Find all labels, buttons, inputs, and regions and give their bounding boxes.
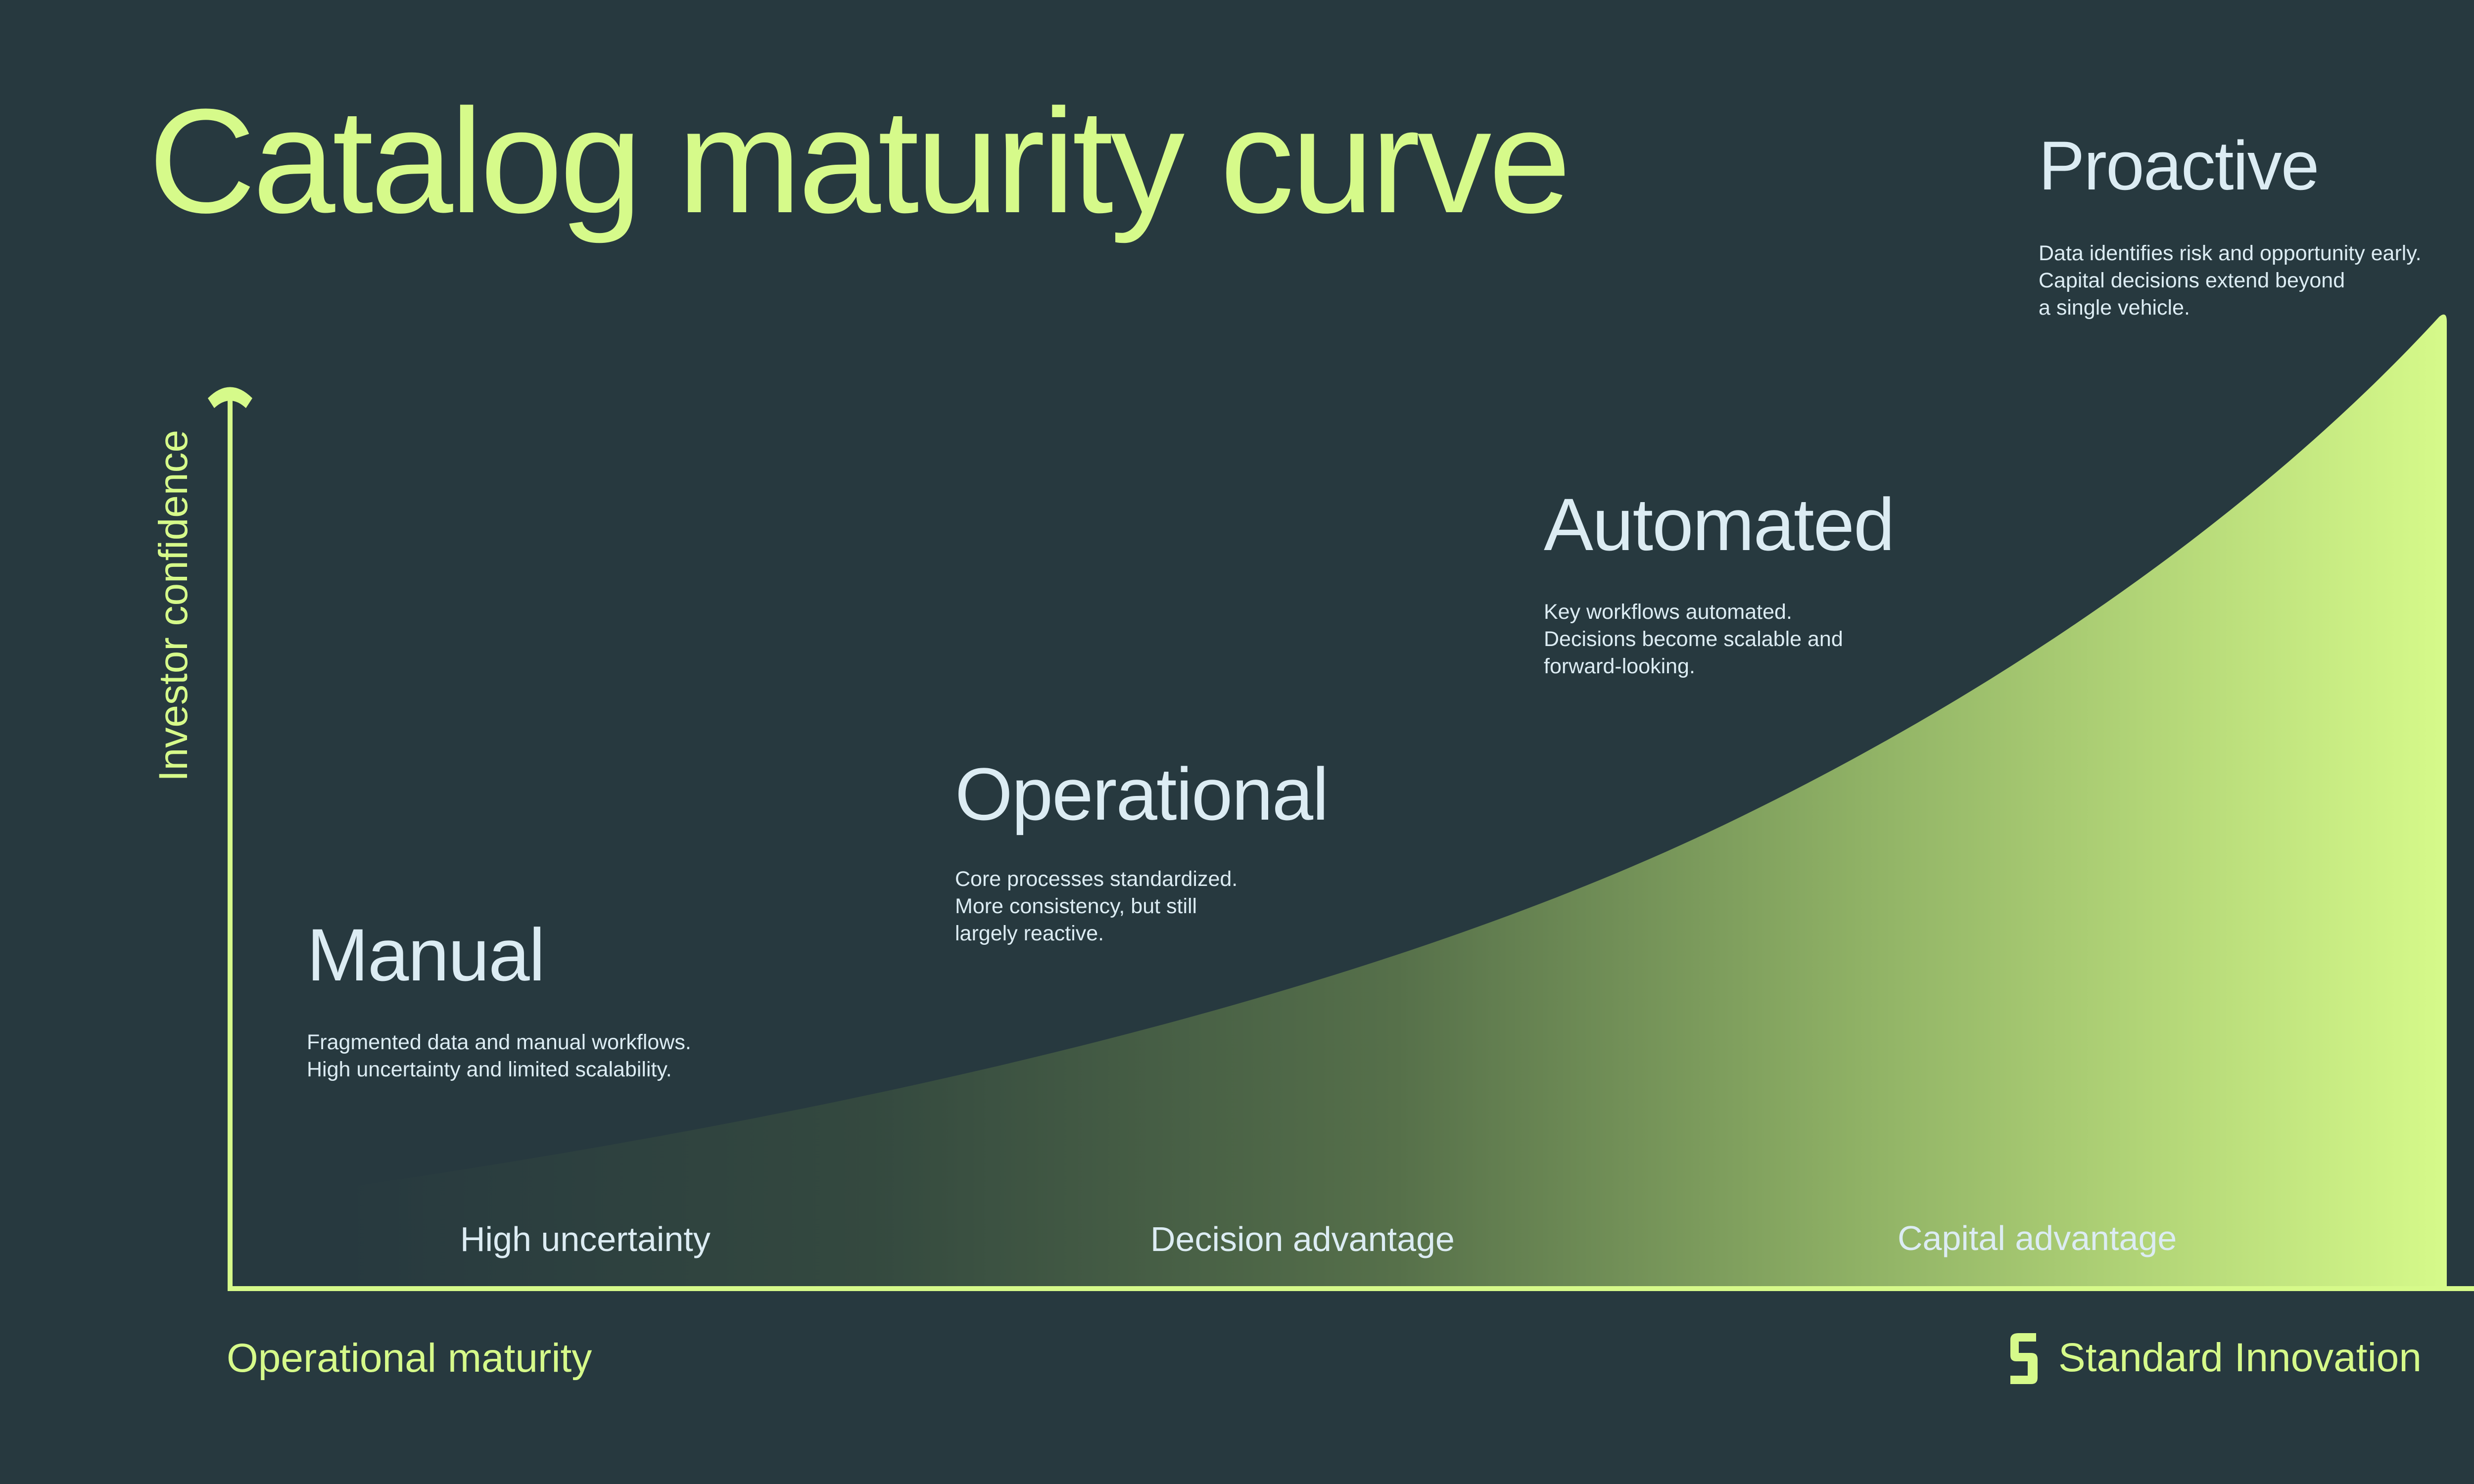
band-label-capital-advantage: Capital advantage bbox=[1898, 1219, 2177, 1257]
stage-title: Proactive bbox=[2039, 127, 2320, 204]
band-label-high-uncertainty: High uncertainty bbox=[460, 1220, 711, 1258]
stage-description: Fragmented data and manual workflows. Hi… bbox=[307, 1030, 691, 1081]
stage-title: Manual bbox=[307, 913, 545, 996]
y-axis-label: Investor confidence bbox=[151, 429, 196, 782]
band-label-decision-advantage: Decision advantage bbox=[1150, 1220, 1455, 1258]
brand-lockup: Standard Innovation bbox=[2009, 1331, 2422, 1385]
page-title: Catalog maturity curve bbox=[148, 78, 1571, 244]
maturity-curve-area bbox=[346, 314, 2447, 1287]
stage-title: Operational bbox=[955, 752, 1329, 835]
x-axis-label: Operational maturity bbox=[227, 1336, 592, 1381]
stage-operational: Operational Core processes standardized.… bbox=[955, 752, 1329, 947]
s-bracket-logo-icon bbox=[2010, 1333, 2038, 1384]
stage-description: Core processes standardized. More consis… bbox=[955, 867, 1238, 945]
stage-automated: Automated Key workflows automated. Decis… bbox=[1544, 483, 1895, 680]
stage-manual: Manual Fragmented data and manual workfl… bbox=[307, 918, 691, 1083]
y-axis-arrow-icon bbox=[208, 387, 252, 408]
brand-name: Standard Innovation bbox=[2058, 1335, 2422, 1380]
stage-description: Key workflows automated. Decisions becom… bbox=[1544, 600, 1843, 678]
stage-title: Automated bbox=[1544, 483, 1895, 566]
stage-proactive: Proactive Data identifies risk and oppor… bbox=[2039, 131, 2422, 322]
stage-description: Data identifies risk and opportunity ear… bbox=[2039, 241, 2422, 320]
